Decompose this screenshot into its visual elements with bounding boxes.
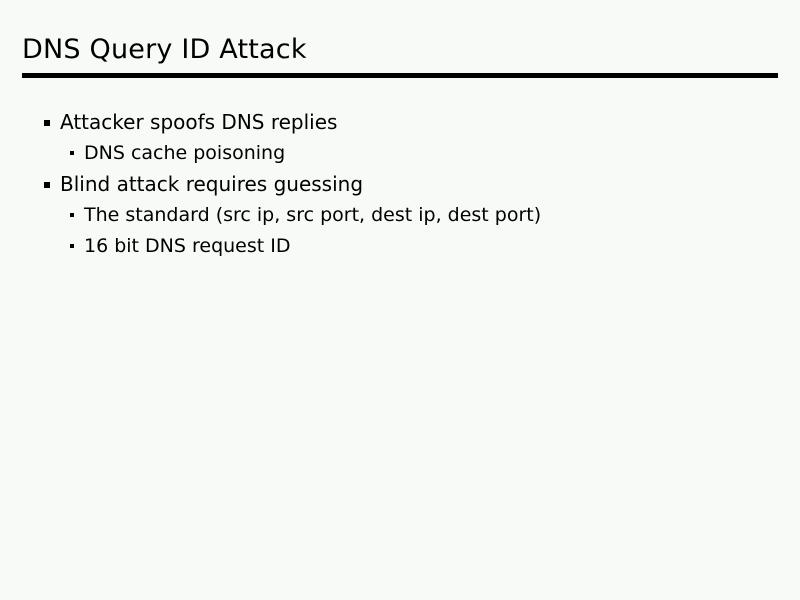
title-block: DNS Query ID Attack — [22, 33, 782, 67]
square-bullet-icon — [70, 213, 74, 217]
list-item-label: 16 bit DNS request ID — [84, 235, 291, 257]
list-item-label: Blind attack requires guessing — [60, 172, 364, 196]
list-item: DNS cache poisoning — [0, 141, 800, 172]
list-item: Attacker spoofs DNS replies — [0, 110, 800, 141]
square-bullet-icon — [44, 182, 50, 188]
title-underline-rule — [22, 73, 778, 78]
list-item: The standard (src ip, src port, dest ip,… — [0, 203, 800, 234]
slide-title: DNS Query ID Attack — [22, 34, 307, 65]
square-bullet-icon — [44, 120, 50, 126]
square-bullet-icon — [70, 244, 74, 248]
list-item: 16 bit DNS request ID — [0, 234, 800, 265]
list-item-label: Attacker spoofs DNS replies — [60, 110, 338, 134]
bullet-list: Attacker spoofs DNS replies DNS cache po… — [0, 110, 800, 265]
list-item-label: DNS cache poisoning — [84, 142, 286, 164]
square-bullet-icon — [70, 151, 74, 155]
list-item-label: The standard (src ip, src port, dest ip,… — [84, 204, 542, 226]
list-item: Blind attack requires guessing — [0, 172, 800, 203]
